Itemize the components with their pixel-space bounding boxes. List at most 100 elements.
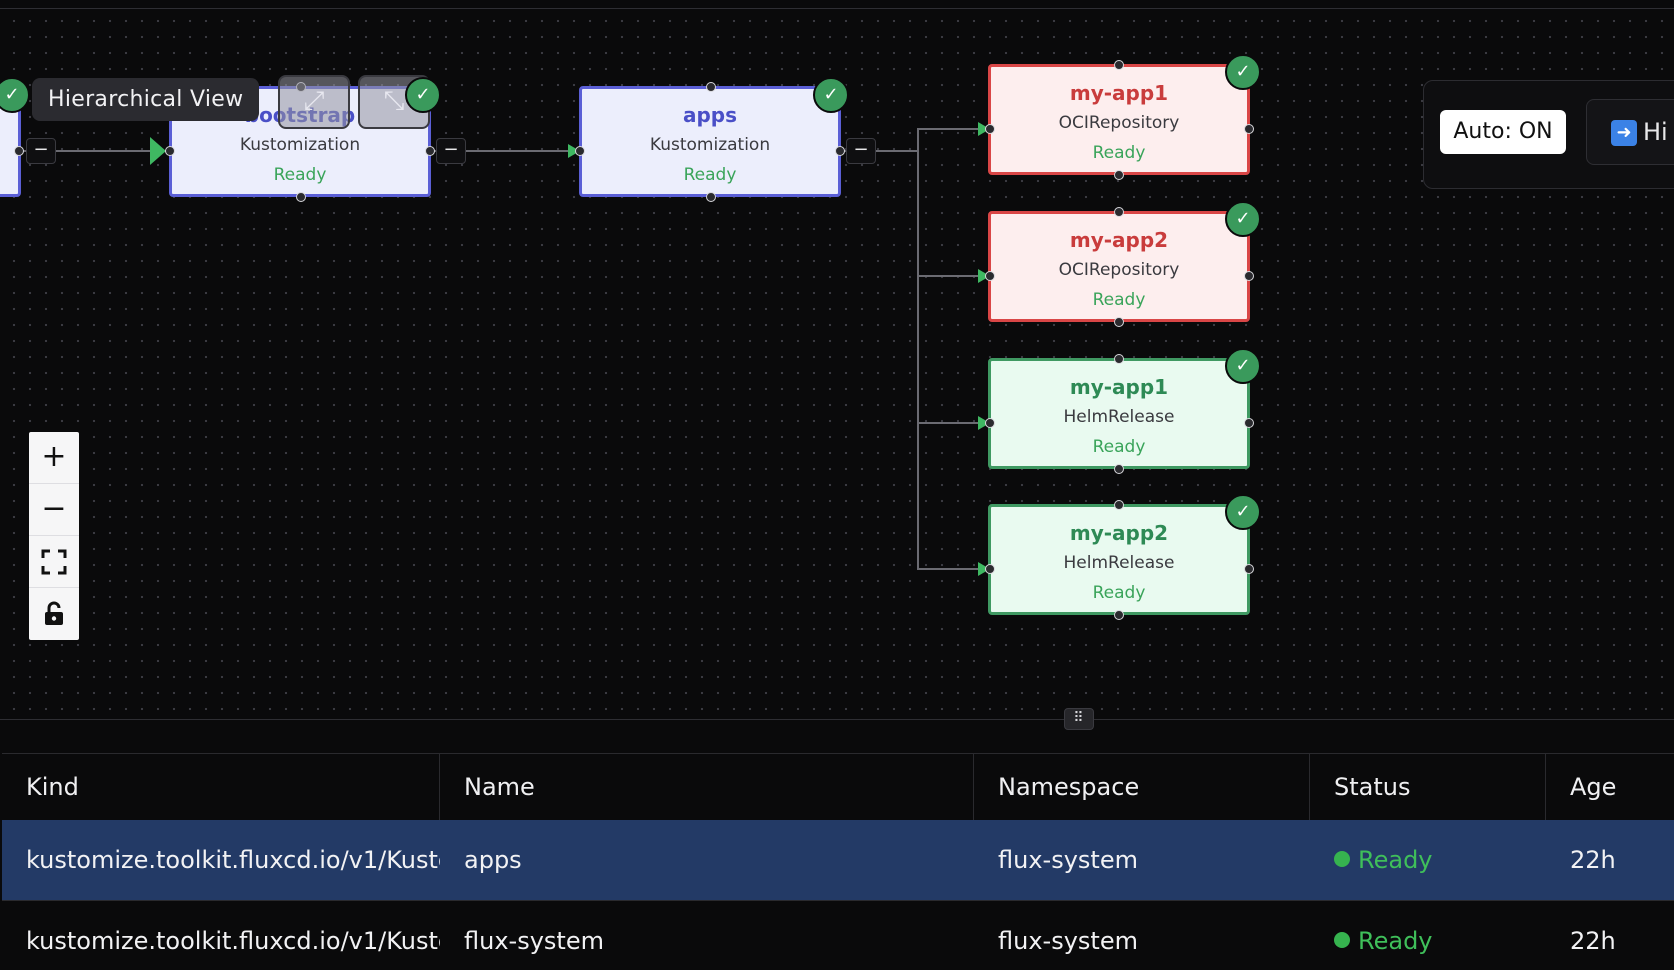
helm2-status-check-icon: ✓ <box>1225 494 1261 530</box>
collapse-bootstrap-button[interactable]: − <box>436 138 466 164</box>
node-name: my-app2 <box>1069 228 1169 252</box>
fit-view-button[interactable] <box>29 536 79 588</box>
edge-apps-oci1 <box>842 128 990 152</box>
node-status: Ready <box>1092 583 1146 603</box>
arrow-right-icon: ➜ <box>1611 120 1637 146</box>
node-kind: HelmRelease <box>1063 553 1175 573</box>
status-dot-icon <box>1334 932 1350 948</box>
node-handle[interactable] <box>1244 564 1254 574</box>
cell-status: Ready <box>1310 901 1546 970</box>
node-apps[interactable]: apps Kustomization Ready <box>579 86 841 197</box>
table-row[interactable]: kustomize.toolkit.fluxcd.io/v1/Kustom fl… <box>2 901 1674 970</box>
node-handle[interactable] <box>706 82 716 92</box>
collapse-apps-button[interactable]: − <box>846 138 876 164</box>
node-kind: Kustomization <box>239 135 361 155</box>
node-ocirepository-my-app2[interactable]: my-app2 OCIRepository Ready <box>988 211 1250 322</box>
column-header-name[interactable]: Name <box>440 754 974 820</box>
edge-arrow-helm2 <box>978 562 990 576</box>
node-handle[interactable] <box>1114 464 1124 474</box>
node-handle[interactable] <box>1114 354 1124 364</box>
drag-handle-icon: ⠿ <box>1073 710 1085 726</box>
fit-view-icon <box>41 549 67 574</box>
column-header-status[interactable]: Status <box>1310 754 1546 820</box>
zoom-in-button[interactable]: + <box>29 432 79 484</box>
edge-arrow-bootstrap <box>150 137 166 165</box>
node-helmrelease-my-app1[interactable]: my-app1 HelmRelease Ready <box>988 358 1250 469</box>
hierarchical-view-button[interactable]: ➜Hi <box>1586 99 1674 165</box>
column-header-namespace[interactable]: Namespace <box>974 754 1310 820</box>
edge-arrow-oci1 <box>978 122 990 136</box>
panel-divider <box>0 719 1674 720</box>
edge-arrow-oci2 <box>978 269 990 283</box>
node-handle[interactable] <box>985 124 995 134</box>
cell-namespace: flux-system <box>998 927 1138 955</box>
oci1-status-check-icon: ✓ <box>1225 54 1261 90</box>
node-handle[interactable] <box>1244 124 1254 134</box>
node-handle[interactable] <box>1114 610 1124 620</box>
node-handle[interactable] <box>1114 60 1124 70</box>
graph-canvas[interactable]: ✓ − bootstrap Kustomization Ready − ⤢ ⤡ … <box>0 9 1674 719</box>
oci2-status-check-icon: ✓ <box>1225 201 1261 237</box>
zoom-controls: + − <box>29 432 79 640</box>
node-handle[interactable] <box>296 192 306 202</box>
table-row[interactable]: kustomize.toolkit.fluxcd.io/v1/Kustom ap… <box>2 820 1674 901</box>
node-status: Ready <box>1092 437 1146 457</box>
node-name: my-app1 <box>1069 375 1169 399</box>
node-handle[interactable] <box>706 192 716 202</box>
expand-all-button[interactable]: ⤢ <box>278 75 350 129</box>
node-helmrelease-my-app2[interactable]: my-app2 HelmRelease Ready <box>988 504 1250 615</box>
cell-namespace: flux-system <box>998 846 1138 874</box>
node-ocirepository-my-app1[interactable]: my-app1 OCIRepository Ready <box>988 64 1250 175</box>
node-handle[interactable] <box>985 418 995 428</box>
node-handle[interactable] <box>835 146 845 156</box>
hierarchical-view-tooltip: Hierarchical View <box>32 78 260 121</box>
lock-button[interactable] <box>29 588 79 640</box>
cell-kind: kustomize.toolkit.fluxcd.io/v1/Kustom <box>26 927 440 955</box>
cell-name: flux-system <box>464 927 604 955</box>
collapse-root-button[interactable]: − <box>26 138 56 164</box>
node-name: my-app2 <box>1069 521 1169 545</box>
expand-arrows-icon: ⤢ <box>303 86 325 116</box>
status-text: Ready <box>1358 927 1433 955</box>
column-header-age[interactable]: Age <box>1570 773 1617 801</box>
node-kind: Kustomization <box>649 135 771 155</box>
lock-icon <box>45 601 63 625</box>
edge-apps-helm1 <box>917 276 990 424</box>
node-kind: HelmRelease <box>1063 407 1175 427</box>
cell-age: 22h <box>1570 846 1616 874</box>
node-status: Ready <box>273 165 327 185</box>
node-status: Ready <box>683 165 737 185</box>
table-header: Kind Name Namespace Status Age <box>2 753 1674 821</box>
node-name: apps <box>682 103 738 127</box>
node-handle[interactable] <box>1244 271 1254 281</box>
node-handle[interactable] <box>425 146 435 156</box>
node-handle[interactable] <box>1114 317 1124 327</box>
auto-layout-toggle[interactable]: Auto: ON <box>1440 110 1566 154</box>
resize-handle[interactable]: ⠿ <box>1064 708 1094 730</box>
status-text: Ready <box>1358 846 1433 874</box>
layout-panel: Auto: ON ➜Hi <box>1423 80 1674 189</box>
node-handle[interactable] <box>1114 500 1124 510</box>
node-handle[interactable] <box>985 271 995 281</box>
node-handle[interactable] <box>575 146 585 156</box>
node-kind: OCIRepository <box>1058 113 1180 133</box>
node-status: Ready <box>1092 143 1146 163</box>
edge-arrow-apps <box>568 144 580 158</box>
node-handle[interactable] <box>985 564 995 574</box>
bootstrap-status-check-icon: ✓ <box>405 77 441 113</box>
root-status-check-icon: ✓ <box>0 77 30 113</box>
node-handle[interactable] <box>1114 170 1124 180</box>
cell-kind: kustomize.toolkit.fluxcd.io/v1/Kustom <box>26 846 440 874</box>
node-handle[interactable] <box>1114 207 1124 217</box>
column-header-kind[interactable]: Kind <box>2 754 440 820</box>
edge-arrow-helm1 <box>978 416 990 430</box>
cell-status: Ready <box>1310 820 1546 900</box>
hierarchical-view-label: Hi <box>1643 118 1668 146</box>
node-handle[interactable] <box>1244 418 1254 428</box>
node-name: my-app1 <box>1069 81 1169 105</box>
edge-apps-helm2 <box>917 423 990 570</box>
node-handle[interactable] <box>14 146 24 156</box>
zoom-out-button[interactable]: − <box>29 484 79 536</box>
node-handle[interactable] <box>165 146 175 156</box>
edge-apps-oci2 <box>917 151 990 277</box>
